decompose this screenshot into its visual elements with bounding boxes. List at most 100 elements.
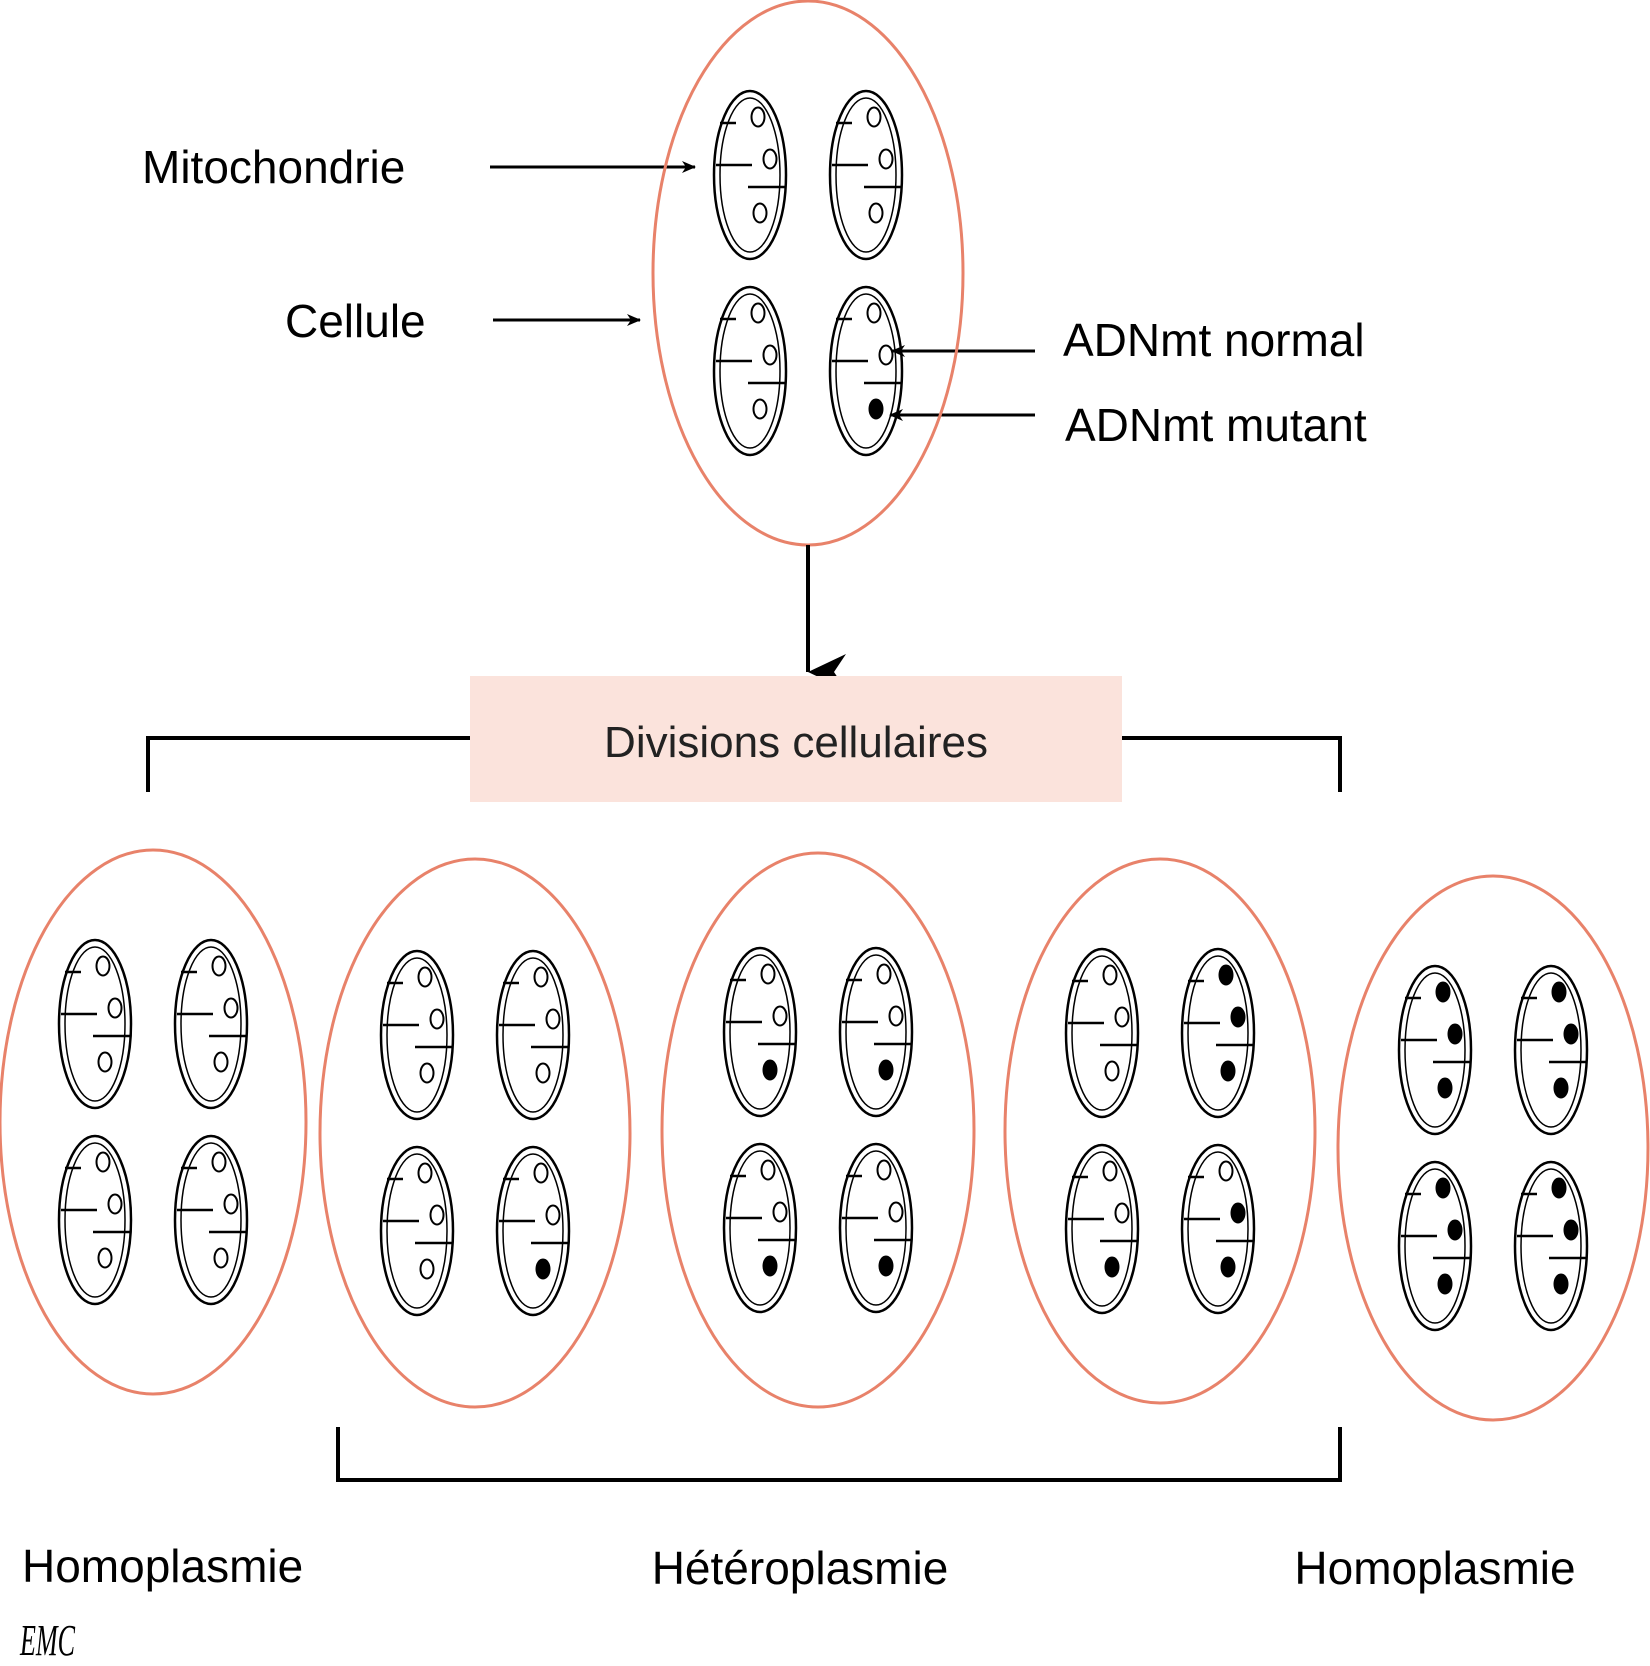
cell-membrane	[1003, 857, 1317, 1405]
mitochondrion	[722, 946, 798, 1118]
mtdna-mutant	[1230, 1202, 1246, 1224]
label-adn-normal: ADNmt normal	[1063, 314, 1365, 366]
mtdna-normal	[417, 1162, 433, 1184]
mtdna-mutant	[762, 1059, 778, 1081]
mtdna-normal	[866, 302, 882, 324]
label-cellule: Cellule	[285, 295, 426, 347]
mtdna-mutant	[1435, 981, 1451, 1003]
mitochondrion	[495, 1145, 571, 1317]
mtdna-normal	[762, 344, 778, 366]
mitochondrion	[838, 946, 914, 1118]
mtdna-normal	[1102, 964, 1118, 986]
cell	[0, 848, 308, 1396]
daughter-cells	[0, 848, 1650, 1422]
mtdna-normal	[223, 997, 239, 1019]
mitochondrion	[722, 1142, 798, 1314]
mtdna-mutant	[1220, 1060, 1236, 1082]
mtdna-mutant	[1447, 1023, 1463, 1045]
mtdna-normal	[533, 1162, 549, 1184]
mitochondrion	[828, 285, 904, 457]
mtdna-mutant	[1437, 1273, 1453, 1295]
mitochondrion	[1513, 1160, 1589, 1332]
mtdna-mutant	[1447, 1219, 1463, 1241]
mtdna-mutant	[1218, 964, 1234, 986]
mtdna-mutant	[1563, 1219, 1579, 1241]
mtdna-normal	[866, 106, 882, 128]
mitochondrion	[57, 938, 133, 1110]
mtdna-normal	[878, 344, 894, 366]
label-adn-mutant: ADNmt mutant	[1065, 399, 1367, 451]
mitochondrion	[173, 1134, 249, 1306]
cell	[660, 851, 976, 1409]
caption-heteroplasmie: Hétéroplasmie	[652, 1542, 949, 1594]
mtdna-normal	[1102, 1160, 1118, 1182]
mtdna-mutant	[1563, 1023, 1579, 1045]
mtdna-normal	[223, 1193, 239, 1215]
caption-homoplasmie-left: Homoplasmie	[22, 1540, 303, 1592]
mtdna-normal	[888, 1005, 904, 1027]
mtdna-mutant	[1551, 1177, 1567, 1199]
mtdna-normal	[888, 1201, 904, 1223]
mtdna-normal	[762, 148, 778, 170]
cell-membrane	[1336, 874, 1650, 1422]
mtdna-mutant	[1551, 981, 1567, 1003]
mitochondrion	[1513, 964, 1589, 1136]
cell-membrane	[651, 0, 965, 547]
mtdna-normal	[419, 1258, 435, 1280]
mtdna-normal	[876, 1159, 892, 1181]
mitochondrion	[1397, 1160, 1473, 1332]
mtdna-normal	[750, 106, 766, 128]
divisions-box-text: Divisions cellulaires	[604, 718, 988, 767]
mtdna-mutant	[878, 1059, 894, 1081]
mtdna-normal	[772, 1005, 788, 1027]
mitochondrion	[57, 1134, 133, 1306]
mitochondrion	[712, 89, 788, 261]
mtdna-normal	[533, 966, 549, 988]
mtdna-mutant	[878, 1255, 894, 1277]
source-cell	[651, 0, 965, 547]
mitochondrion	[838, 1142, 914, 1314]
mtdna-normal	[107, 997, 123, 1019]
mtdna-mutant	[1437, 1077, 1453, 1099]
mtdna-normal	[1218, 1160, 1234, 1182]
divisions-box	[470, 676, 1122, 802]
mtdna-normal	[772, 1201, 788, 1223]
mtdna-normal	[752, 202, 768, 224]
mtdna-normal	[97, 1051, 113, 1073]
mitochondrion	[173, 938, 249, 1110]
top-bracket-right	[1122, 736, 1342, 792]
mtdna-normal	[211, 1151, 227, 1173]
mtdna-normal	[1114, 1006, 1130, 1028]
mtdna-normal	[95, 1151, 111, 1173]
mtdna-normal	[535, 1062, 551, 1084]
mtdna-normal	[429, 1204, 445, 1226]
mitochondrion	[495, 949, 571, 1121]
mtdna-normal	[760, 1159, 776, 1181]
cell-membrane	[318, 857, 632, 1409]
mtdna-mutant	[1553, 1077, 1569, 1099]
mtdna-normal	[760, 963, 776, 985]
mtdna-mutant	[1553, 1273, 1569, 1295]
mtdna-normal	[107, 1193, 123, 1215]
mtdna-mutant	[1104, 1256, 1120, 1278]
mtdna-normal	[545, 1204, 561, 1226]
mitochondrion	[712, 285, 788, 457]
mtdna-normal	[1114, 1202, 1130, 1224]
caption-homoplasmie-right: Homoplasmie	[1294, 1542, 1575, 1594]
mtdna-normal	[213, 1247, 229, 1269]
mtdna-normal	[545, 1008, 561, 1030]
mtdna-normal	[750, 302, 766, 324]
mtdna-normal	[97, 1247, 113, 1269]
mtdna-normal	[1104, 1060, 1120, 1082]
mitochondrion	[379, 949, 455, 1121]
cell	[651, 0, 965, 547]
mtdna-normal	[213, 1051, 229, 1073]
emc-logo: EMC	[19, 1616, 75, 1665]
heteroplasmy-bracket	[336, 1427, 1342, 1482]
mtdna-mutant	[868, 398, 884, 420]
mtdna-mutant	[1230, 1006, 1246, 1028]
mitochondrion	[1180, 947, 1256, 1119]
cell-membrane	[660, 851, 976, 1409]
mitochondrion	[1397, 964, 1473, 1136]
mtdna-normal	[211, 955, 227, 977]
